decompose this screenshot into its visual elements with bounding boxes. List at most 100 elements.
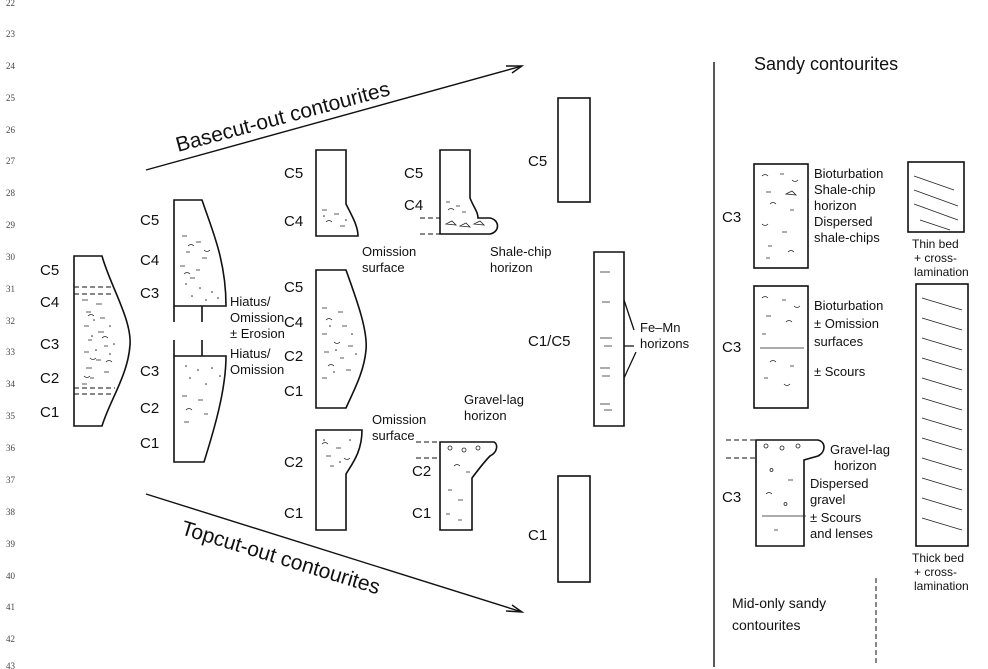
line-number: 40 <box>6 571 16 581</box>
label-c5: C5 <box>140 212 159 229</box>
sandy-annotation: gravel <box>810 492 846 507</box>
hiatus-erosion-label: Hiatus/ <box>230 294 271 309</box>
line-number: 32 <box>6 316 15 326</box>
thin-bed-column <box>908 162 964 232</box>
mid-only-title: contourites <box>732 617 800 633</box>
label-c2: C2 <box>412 463 431 480</box>
sandy-annotation: Dispersed <box>810 476 869 491</box>
hiatus-omission-label: Hiatus/ <box>230 346 271 361</box>
sandy-annotation: ± Scours <box>810 510 862 525</box>
thin-bed-label: Thin bed <box>912 237 959 251</box>
label-c3: C3 <box>722 489 741 506</box>
shale-chip-label: horizon <box>490 260 533 275</box>
line-number: 41 <box>6 602 15 612</box>
column-fe-mn <box>594 252 636 426</box>
c1-box <box>558 476 590 582</box>
sandy-annotation: horizon <box>834 458 877 473</box>
sandy-annotation: horizon <box>814 198 857 213</box>
column-c2-c1-short <box>316 430 362 530</box>
line-number: 34 <box>6 379 16 389</box>
mid-only-title: Mid-only sandy <box>732 595 826 611</box>
label-c3: C3 <box>140 285 159 302</box>
column-c5-c4-short <box>316 150 358 236</box>
label-c4: C4 <box>40 294 59 311</box>
line-number: 26 <box>6 125 16 135</box>
line-number: 25 <box>6 93 16 103</box>
label-c3: C3 <box>722 209 741 226</box>
c5-box <box>558 98 590 202</box>
label-c3: C3 <box>40 336 59 353</box>
label-c4: C4 <box>284 314 303 331</box>
omission-surface-label: surface <box>362 260 405 275</box>
thick-bed-label: + cross- <box>914 565 957 579</box>
line-number: 24 <box>6 61 16 71</box>
line-number: 37 <box>6 475 16 485</box>
label-c2: C2 <box>284 454 303 471</box>
label-c2: C2 <box>40 370 59 387</box>
sandy-annotation: Bioturbation <box>814 298 883 313</box>
fe-mn-label: Fe–Mn <box>640 320 680 335</box>
omission-surface-label: surface <box>372 428 415 443</box>
sandy-annotation: Shale-chip <box>814 182 875 197</box>
label-c1: C1 <box>40 404 59 421</box>
line-number: 33 <box>6 347 16 357</box>
hiatus-erosion-label: ± Erosion <box>230 326 285 341</box>
line-numbers: 22 23 24 25 26 27 28 29 30 31 32 33 34 3… <box>6 0 16 669</box>
line-number: 28 <box>6 188 16 198</box>
label-c2: C2 <box>284 348 303 365</box>
sandy-annotation: and lenses <box>810 526 873 541</box>
label-c4: C4 <box>284 213 303 230</box>
label-c5: C5 <box>528 153 547 170</box>
omission-surface-label: Omission <box>362 244 416 259</box>
label-c5: C5 <box>284 165 303 182</box>
line-number: 22 <box>6 0 15 8</box>
label-c1: C1 <box>412 505 431 522</box>
sandy-annotation: shale-chips <box>814 230 880 245</box>
label-c5: C5 <box>40 262 59 279</box>
thick-bed-column <box>916 284 968 546</box>
fe-mn-label: horizons <box>640 336 690 351</box>
label-c4: C4 <box>140 252 159 269</box>
sandy-column-2 <box>754 286 808 408</box>
column-c5-c1-middle <box>316 270 366 408</box>
column-c5-c3 <box>174 200 226 322</box>
shale-chip-label: Shale-chip <box>490 244 551 259</box>
label-c1: C1 <box>528 527 547 544</box>
line-number: 29 <box>6 220 16 230</box>
thick-bed-label: lamination <box>914 579 969 593</box>
label-c4: C4 <box>404 197 423 214</box>
gravel-lag-label: Gravel-lag <box>464 392 524 407</box>
omission-surface-label: Omission <box>372 412 426 427</box>
line-number: 38 <box>6 507 16 517</box>
column-c3-c1 <box>174 340 226 462</box>
line-number: 27 <box>6 156 16 166</box>
sandy-annotation: Bioturbation <box>814 166 883 181</box>
line-number: 39 <box>6 539 16 549</box>
label-c3: C3 <box>722 339 741 356</box>
sandy-annotation: surfaces <box>814 334 864 349</box>
sandy-annotation: ± Omission <box>814 316 879 331</box>
basecut-title: Basecut-out contourites <box>173 78 392 157</box>
line-number: 31 <box>6 284 15 294</box>
hiatus-omission-label: Omission <box>230 362 284 377</box>
line-number: 42 <box>6 634 15 644</box>
label-c5: C5 <box>404 165 423 182</box>
full-sequence-column <box>74 256 130 426</box>
sandy-annotation: ± Scours <box>814 364 866 379</box>
line-number: 23 <box>6 29 16 39</box>
thick-bed-label: Thick bed <box>912 551 964 565</box>
thin-bed-label: lamination <box>914 265 969 279</box>
sandy-annotation: Dispersed <box>814 214 873 229</box>
label-c1: C1 <box>284 505 303 522</box>
label-c5: C5 <box>284 279 303 296</box>
line-number: 43 <box>6 661 16 669</box>
thin-bed-label: + cross- <box>914 251 957 265</box>
line-number: 35 <box>6 411 16 421</box>
gravel-lag-label: horizon <box>464 408 507 423</box>
line-number: 36 <box>6 443 16 453</box>
label-c1: C1 <box>140 435 159 452</box>
label-c3: C3 <box>140 363 159 380</box>
label-c1: C1 <box>284 383 303 400</box>
sandy-title: Sandy contourites <box>754 54 898 74</box>
